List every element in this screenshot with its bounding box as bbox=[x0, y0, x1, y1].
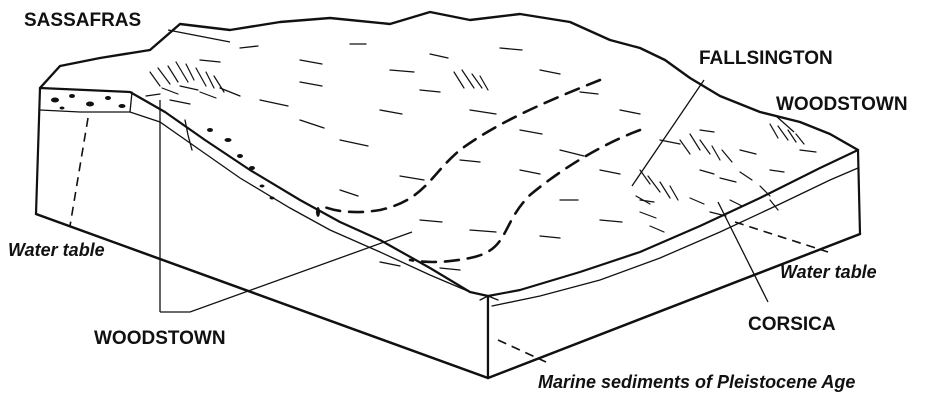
label-sassafras: SASSAFRAS bbox=[24, 10, 141, 31]
fallsington-boundary-upper bbox=[320, 80, 600, 212]
label-marine-sediments: Marine sediments of Pleistocene Age bbox=[538, 372, 855, 392]
fallsington-boundary-lower bbox=[410, 130, 640, 262]
fallsington-leader bbox=[632, 80, 704, 186]
label-water-table-right: Water table bbox=[780, 262, 877, 282]
label-corsica: CORSICA bbox=[748, 314, 836, 335]
woodstown-right-hatching bbox=[770, 124, 804, 144]
label-fallsington: FALLSINGTON bbox=[699, 48, 833, 69]
sassafras-leader bbox=[168, 30, 230, 42]
upland-hatching bbox=[454, 70, 488, 90]
woodstown-left-hatching bbox=[146, 62, 224, 104]
label-woodstown-top: WOODSTOWN bbox=[776, 94, 908, 115]
label-water-table-left: Water table bbox=[8, 240, 105, 260]
label-woodstown-bottom: WOODSTOWN bbox=[94, 328, 226, 349]
